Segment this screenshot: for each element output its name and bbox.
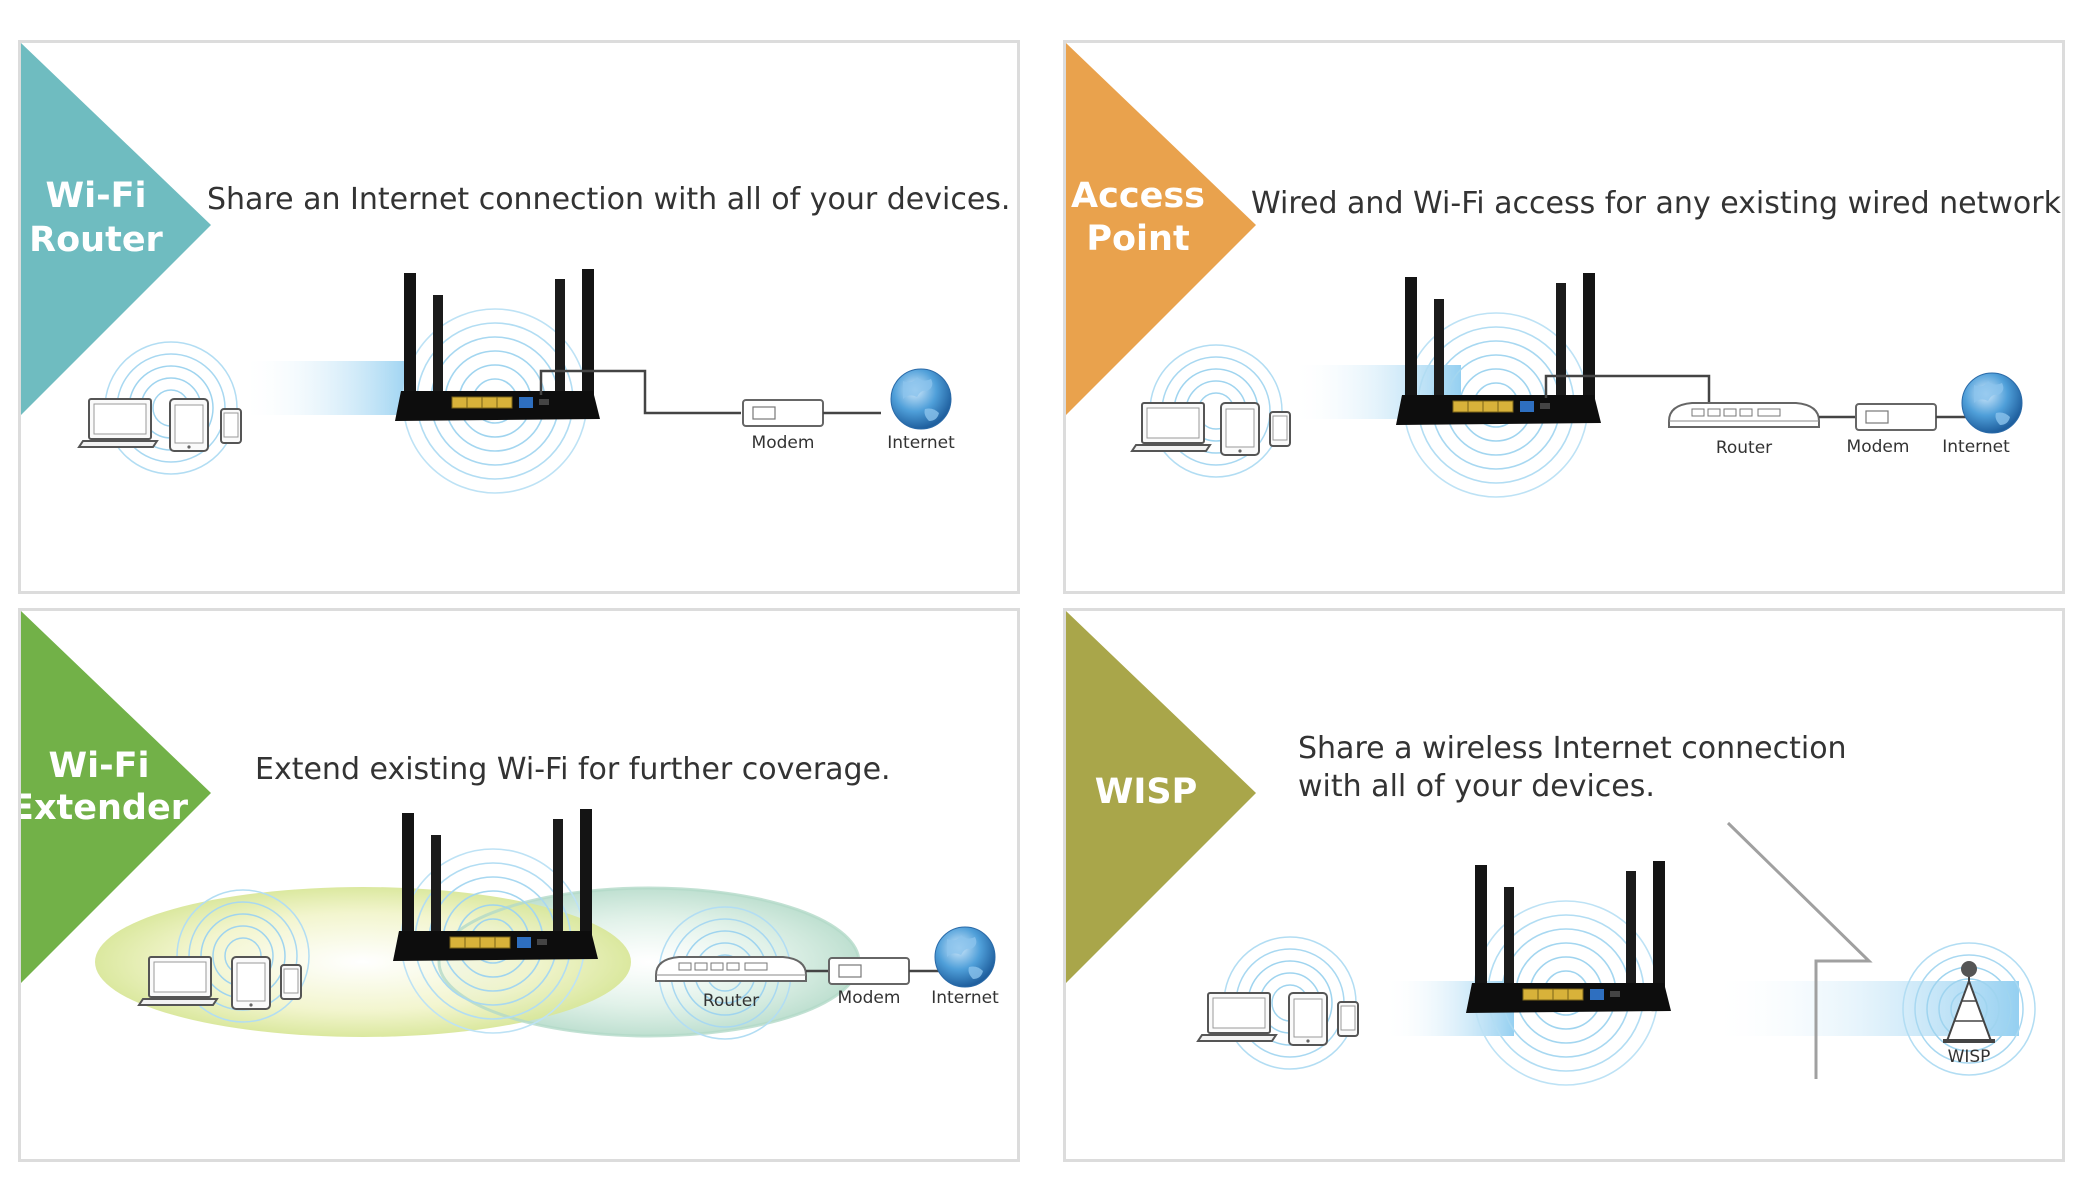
internet-globe-icon [934, 926, 996, 988]
tablet-icon [1220, 402, 1260, 456]
phone-icon [1269, 411, 1291, 447]
panel-access-point: Access Point Wired and Wi-Fi access for … [1063, 40, 2065, 594]
wifi-router-icon [394, 268, 601, 422]
mode-label-line2: Point [1086, 219, 1189, 259]
mode-label-line1: Wi-Fi [48, 746, 149, 786]
access-point-diagram: Access Point Wired and Wi-Fi access for … [1066, 43, 2065, 498]
wisp-link-line [1726, 821, 1873, 1079]
wisp-diagram: WISP Share a wireless Internet connectio… [1066, 611, 2036, 1086]
mode-badge [1066, 43, 1256, 415]
panel-wifi-extender: Wi-Fi Extender Extend existing Wi-Fi for… [18, 608, 1020, 1162]
internet-globe-icon [1961, 372, 2023, 434]
internet-label: Internet [1942, 437, 2010, 457]
wisp-router-icon [1465, 860, 1672, 1014]
wifi-extender-diagram: Wi-Fi Extender Extend existing Wi-Fi for… [21, 611, 999, 1040]
laptop-icon [1131, 402, 1211, 452]
wifi-router-diagram: Wi-Fi Router Share an Internet connectio… [21, 43, 1010, 494]
laptop-icon [78, 398, 158, 448]
modem-label: Modem [1847, 437, 1910, 457]
wisp-label: WISP [1948, 1047, 1991, 1067]
modem-icon [742, 399, 824, 427]
router-label: Router [703, 991, 759, 1011]
mode-label-line1: Access [1071, 176, 1205, 216]
mode-label-line1: WISP [1095, 772, 1198, 812]
wifi-extender-router-icon [392, 808, 599, 962]
mode-description: Wired and Wi-Fi access for any existing … [1251, 186, 2065, 221]
modem-icon [1855, 403, 1937, 431]
internet-label: Internet [931, 988, 999, 1008]
ethernet-cable [539, 369, 741, 415]
internet-label: Internet [887, 433, 955, 453]
panel-wisp: WISP Share a wireless Internet connectio… [1063, 608, 2065, 1162]
mode-description-line2: with all of your devices. [1298, 769, 1655, 804]
internet-globe-icon [890, 368, 952, 430]
tablet-icon [1288, 992, 1328, 1046]
panel-wifi-router: Wi-Fi Router Share an Internet connectio… [18, 40, 1020, 594]
router-label: Router [1716, 438, 1772, 458]
mode-label-line2: Extender [21, 788, 189, 828]
mode-description: Share an Internet connection with all of… [207, 182, 1010, 217]
extended-wifi-coverage [95, 887, 631, 1037]
tablet-icon [231, 956, 271, 1010]
laptop-icon [1197, 992, 1277, 1042]
existing-router-icon [655, 956, 807, 982]
modem-label: Modem [838, 988, 901, 1008]
phone-icon [280, 964, 302, 1000]
mode-label-line2: Router [29, 220, 163, 260]
existing-router-icon [1668, 402, 1820, 428]
access-point-router-icon [1395, 272, 1602, 426]
wifi-beam [241, 361, 416, 415]
laptop-icon [138, 956, 218, 1006]
mode-description-line1: Share a wireless Internet connection [1298, 731, 1847, 766]
phone-icon [220, 408, 242, 444]
ethernet-cable [1544, 374, 1711, 403]
mode-badge [1066, 611, 1256, 983]
modem-icon [828, 957, 910, 985]
tablet-icon [169, 398, 209, 452]
mode-badge [21, 43, 211, 415]
mode-description: Extend existing Wi-Fi for further covera… [255, 752, 891, 787]
modem-label: Modem [752, 433, 815, 453]
mode-badge [21, 611, 211, 983]
phone-icon [1337, 1001, 1359, 1037]
mode-label-line1: Wi-Fi [45, 176, 146, 216]
